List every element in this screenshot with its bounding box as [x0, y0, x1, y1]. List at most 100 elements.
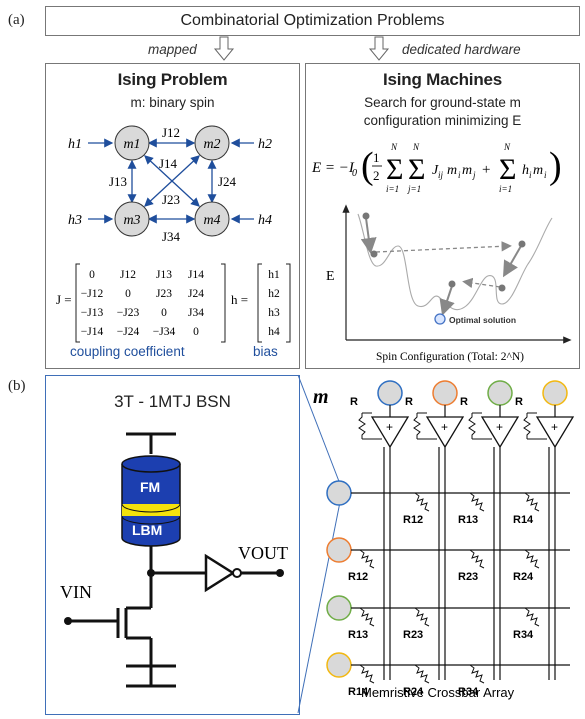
svg-text:ij: ij — [438, 170, 444, 180]
svg-text:h: h — [522, 163, 529, 178]
matrix-J-cell: 0 — [89, 269, 95, 281]
svg-text:i: i — [458, 170, 461, 180]
spin-node — [542, 380, 568, 406]
svg-text:j: j — [472, 170, 476, 180]
energy-curve — [357, 213, 553, 311]
row-spin-node — [326, 480, 352, 506]
matrix-J-cell: −J12 — [81, 288, 104, 300]
bsn-circuit: FM LBM VOUT VIN — [60, 432, 288, 688]
ising-machines-line2: configuration minimizing E — [363, 113, 522, 128]
spin-node — [432, 380, 458, 406]
matrix-J-cell: −J13 — [81, 307, 104, 319]
node-m4-label: m4 — [203, 213, 220, 228]
amplifier-icon — [425, 416, 465, 449]
matrix-J-cell: −J23 — [117, 307, 140, 319]
memristor-label: R14 — [348, 686, 369, 698]
svg-text:+: + — [496, 420, 503, 434]
memristor-label: R24 — [403, 686, 424, 698]
memristor-icon — [414, 607, 430, 627]
vector-h-cell: h1 — [268, 269, 280, 281]
coupling-J34: J34 — [162, 229, 181, 244]
memristor-icon — [359, 549, 375, 569]
node-m2-label: m2 — [203, 137, 220, 152]
matrix-J-cell: 0 — [161, 307, 167, 319]
vector-h-cell: h4 — [268, 326, 280, 338]
svg-text:Σ: Σ — [386, 153, 403, 186]
memristor-icon — [469, 664, 485, 684]
memristor-icon — [469, 549, 485, 569]
row-spin-node — [326, 537, 352, 563]
matrix-J-cell: −J14 — [81, 326, 104, 338]
y-axis-label: E — [326, 269, 335, 284]
node-m3-label: m3 — [123, 213, 140, 228]
matrix-J-cell: −J24 — [117, 326, 140, 338]
amplifier-icon — [480, 416, 520, 449]
memristor-icon — [359, 664, 375, 684]
matrix-J-cell: −J34 — [153, 326, 176, 338]
bsn-title: 3T - 1MTJ BSN — [114, 392, 231, 411]
mapped-label: mapped — [148, 42, 197, 57]
row-spin-node — [326, 652, 352, 678]
svg-text:(: ( — [361, 145, 374, 187]
matrix-J-label: J = — [56, 292, 72, 307]
bias-h2: h2 — [258, 137, 272, 152]
ising-problem-panel: Ising Problem m: binary spin m1 m2 m3 — [45, 63, 300, 369]
svg-text:+: + — [482, 162, 490, 178]
ising-problem-title: Ising Problem — [117, 70, 228, 89]
bias-h4: h4 — [258, 213, 272, 228]
matrix-J-cell: J13 — [156, 269, 172, 281]
memristor-label: R23 — [403, 629, 423, 641]
node-m4 — [194, 201, 230, 237]
memristor-icon — [524, 549, 540, 569]
svg-text:m: m — [447, 163, 457, 178]
memristor-label: R14 — [513, 514, 534, 526]
memristor-label: R12 — [403, 514, 423, 526]
zoom-lines — [297, 374, 341, 714]
ising-problem-subtitle: m: binary spin — [130, 95, 215, 110]
matrix-J-cell: J14 — [188, 269, 204, 281]
svg-text:J: J — [432, 163, 439, 178]
svg-text:Σ: Σ — [408, 153, 425, 186]
coupling-J12: J12 — [162, 125, 180, 140]
svg-text:i=1: i=1 — [386, 184, 399, 194]
amplifier-icon — [370, 416, 410, 449]
memristor-label: R13 — [348, 629, 368, 641]
memristor-label: R34 — [458, 686, 479, 698]
vin-label: VIN — [60, 582, 92, 602]
bias-h3: h3 — [68, 213, 82, 228]
ising-machines-title: Ising Machines — [382, 70, 503, 89]
energy-landscape-plot: E Optimal solution Spin Configuration (T… — [326, 204, 572, 363]
svg-text:i: i — [544, 170, 547, 180]
svg-text:m: m — [533, 163, 543, 178]
feedback-r-label: R — [515, 396, 523, 408]
feedback-r-label: R — [460, 396, 468, 408]
memristor-label: R13 — [458, 514, 478, 526]
vout-label: VOUT — [238, 543, 288, 563]
fm-label: FM — [140, 479, 160, 495]
mapped-arrow-icon — [213, 36, 235, 61]
svg-text:Σ: Σ — [499, 153, 516, 186]
svg-text:2: 2 — [373, 168, 380, 183]
amplifier-icon — [535, 416, 575, 449]
row-spin-node — [326, 595, 352, 621]
spin-node — [377, 380, 403, 406]
node-m3 — [114, 201, 150, 237]
vector-h-cell: h3 — [268, 307, 280, 319]
optimal-label: Optimal solution — [449, 315, 516, 325]
memristor-icon — [524, 492, 540, 512]
optimal-solution-marker — [434, 313, 446, 325]
memristor-icon — [524, 607, 540, 627]
matrix-J-cell: J24 — [188, 288, 204, 300]
ising-machines-line1: Search for ground-state m — [364, 95, 521, 110]
coupling-J13: J13 — [109, 174, 127, 189]
svg-text:i=1: i=1 — [499, 184, 512, 194]
svg-text:0: 0 — [352, 168, 357, 179]
matrix-J-cell: J12 — [120, 269, 136, 281]
memristor-label: R12 — [348, 571, 368, 583]
svg-text:N: N — [412, 142, 420, 152]
node-m2 — [194, 125, 230, 161]
matrix-J-cell: 0 — [193, 326, 199, 338]
problem-title-box: Combinatorial Optimization Problems — [45, 6, 580, 36]
node-m1-label: m1 — [123, 137, 140, 152]
svg-text:N: N — [503, 142, 511, 152]
